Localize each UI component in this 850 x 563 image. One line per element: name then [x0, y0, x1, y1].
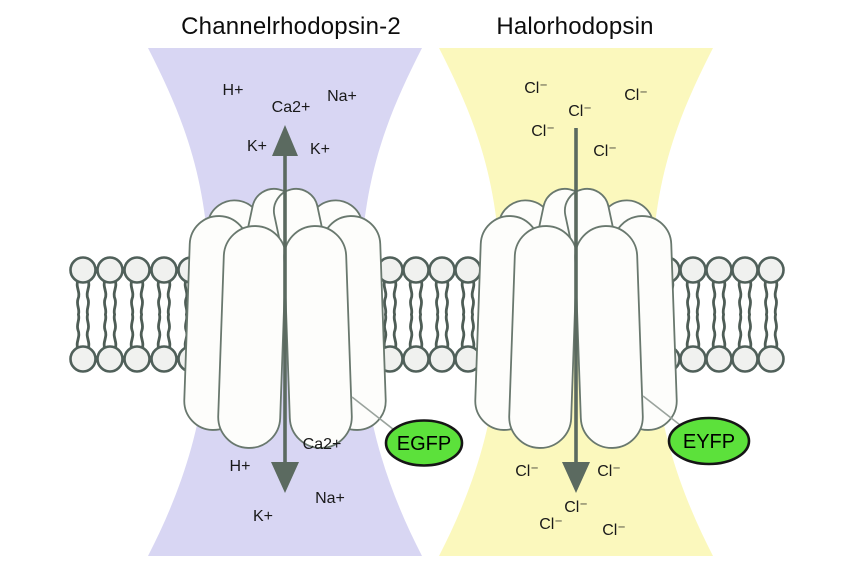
ion-label: Cl⁻ — [593, 143, 617, 160]
membrane-left-segment — [69, 256, 205, 373]
left-panel-title: Channelrhodopsin-2 — [181, 13, 401, 40]
right-top-ion-labels: Cl⁻ Cl⁻ Cl⁻ Cl⁻ Cl⁻ — [524, 80, 648, 160]
ion-label: Cl⁻ — [597, 463, 621, 480]
ion-label: Cl⁻ — [564, 499, 588, 516]
egfp-ellipse — [384, 419, 464, 467]
eyfp-tag: EYFP — [642, 395, 751, 466]
right-bottom-ion-labels: Cl⁻ Cl⁻ Cl⁻ Cl⁻ Cl⁻ — [515, 463, 626, 539]
ion-label: Ca2+ — [272, 99, 311, 116]
ion-label: Na+ — [315, 490, 345, 507]
ion-label: K+ — [310, 141, 330, 158]
eyfp-label: EYFP — [683, 431, 735, 453]
ion-label: Cl⁻ — [515, 463, 539, 480]
ion-label: K+ — [253, 508, 273, 525]
ion-label: Na+ — [327, 88, 357, 105]
ion-label: Cl⁻ — [624, 87, 648, 104]
ion-label: Cl⁻ — [524, 80, 548, 97]
chloride-flow-arrow — [562, 128, 590, 493]
egfp-tag: EGFP — [351, 396, 464, 467]
ion-label: H+ — [223, 82, 244, 99]
ion-label: H+ — [230, 458, 251, 475]
eyfp-ellipse — [667, 416, 751, 466]
ion-label: Cl⁻ — [531, 123, 555, 140]
egfp-connector-line — [351, 396, 399, 434]
ion-label: Cl⁻ — [568, 103, 592, 120]
right-panel-title: Halorhodopsin — [496, 13, 653, 40]
ion-label: Cl⁻ — [539, 516, 563, 533]
left-top-ion-labels: H+ Ca2+ Na+ K+ K+ — [223, 82, 357, 158]
left-bottom-ion-labels: Ca2+ H+ Na+ K+ — [230, 436, 345, 525]
ion-label: Cl⁻ — [602, 522, 626, 539]
ion-label: K+ — [247, 138, 267, 155]
ion-label: Ca2+ — [303, 436, 342, 453]
cation-flow-arrow — [271, 125, 299, 493]
egfp-label: EGFP — [397, 433, 451, 455]
